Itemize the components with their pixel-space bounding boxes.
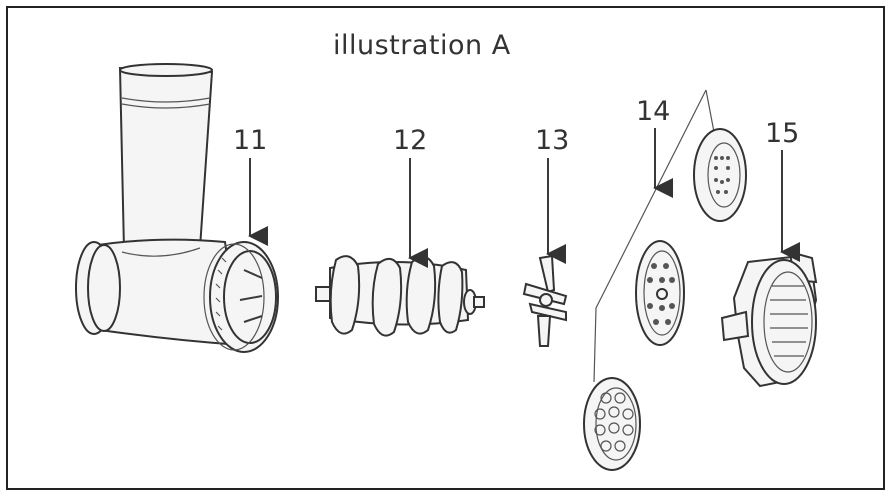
- retaining-ring: [720, 250, 818, 388]
- illustration-title: illustration A: [333, 30, 511, 61]
- part-label-13: 13: [535, 125, 570, 156]
- part-label-12: 12: [393, 125, 428, 156]
- auger-screw: [315, 255, 485, 337]
- part-label-15: 15: [765, 118, 800, 149]
- grinding-plates: [583, 89, 747, 471]
- grinder-housing: [75, 63, 279, 353]
- part-label-11: 11: [233, 125, 268, 156]
- part-label-14: 14: [636, 96, 671, 127]
- cutting-blade: [522, 254, 568, 347]
